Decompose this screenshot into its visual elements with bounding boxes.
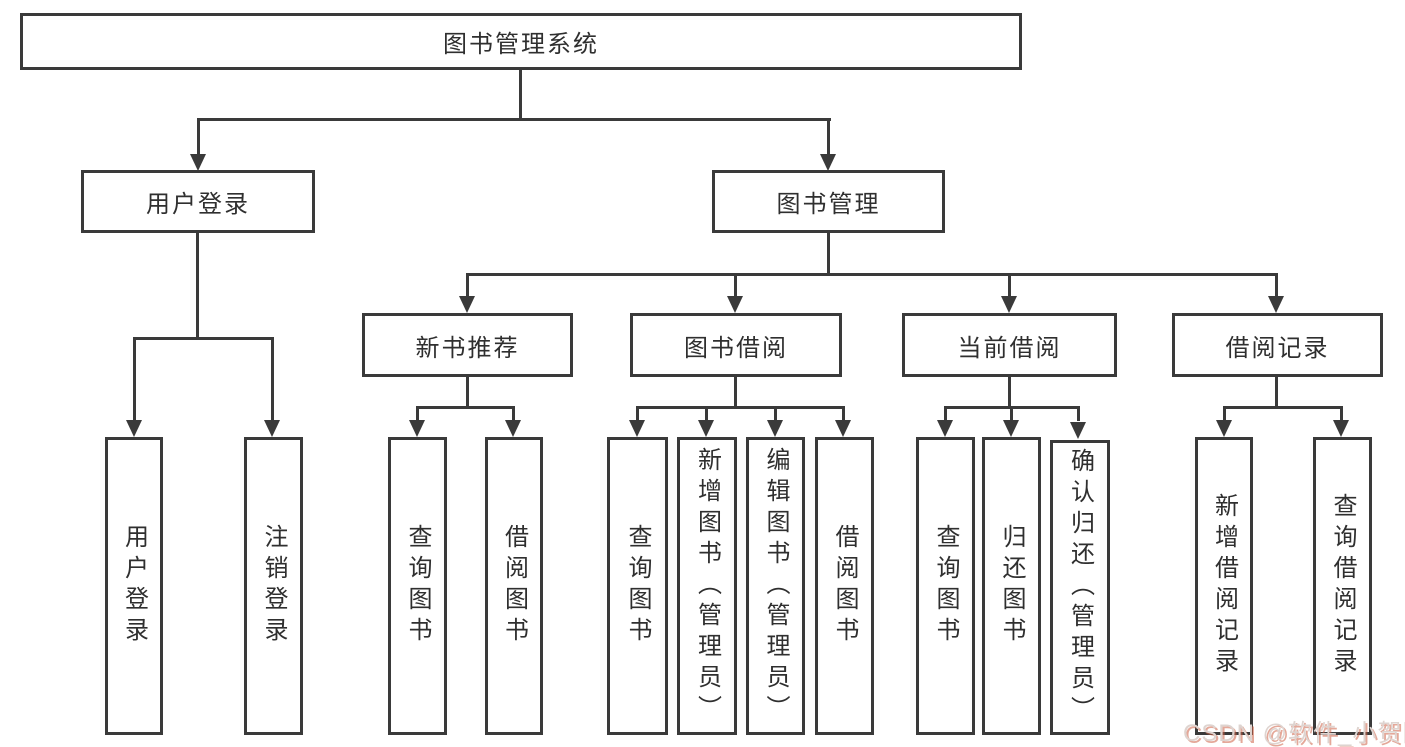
arrow-down-icon (1001, 296, 1017, 313)
arrow-down-icon (264, 420, 280, 437)
arrow-down-icon (629, 420, 645, 437)
leaf-borrow-books-2: 借阅图书 (815, 437, 874, 735)
arrow-down-icon (1268, 296, 1284, 313)
leaf-query-books-2: 查询图书 (607, 437, 668, 735)
connector-line (827, 118, 830, 156)
leaf-confirm-return-admin: 确认归还（管理员） (1050, 440, 1110, 735)
connector-line (1077, 406, 1080, 421)
connector-line (416, 406, 419, 421)
arrow-down-icon (1003, 420, 1019, 437)
leaf-logout: 注销登录 (244, 437, 303, 735)
node-book-borrow: 图书借阅 (630, 313, 842, 377)
arrow-down-icon (937, 420, 953, 437)
arrow-down-icon (459, 296, 475, 313)
leaf-edit-books-admin: 编辑图书（管理员） (746, 437, 805, 735)
connector-line (774, 406, 777, 421)
leaf-query-borrow-record: 查询借阅记录 (1313, 437, 1372, 735)
node-root: 图书管理系统 (20, 13, 1022, 70)
connector-line (1340, 406, 1343, 421)
leaf-borrow-books-1: 借阅图书 (485, 437, 543, 735)
connector-line (1275, 273, 1278, 297)
arrow-down-icon (727, 296, 743, 313)
connector-line (944, 406, 947, 421)
arrow-down-icon (820, 154, 836, 171)
arrow-down-icon (1216, 420, 1232, 437)
node-borrow-records: 借阅记录 (1172, 313, 1383, 377)
arrow-down-icon (1070, 422, 1086, 439)
node-user-login: 用户登录 (81, 170, 315, 233)
connector-line (466, 377, 469, 406)
connector-line (636, 406, 639, 421)
leaf-return-books: 归还图书 (982, 437, 1041, 735)
arrow-down-icon (698, 420, 714, 437)
arrow-down-icon (190, 154, 206, 171)
leaf-query-books-1: 查询图书 (388, 437, 447, 735)
arrow-down-icon (1333, 420, 1349, 437)
connector-line (197, 118, 831, 121)
connector-line (1223, 406, 1226, 421)
leaf-query-books-3: 查询图书 (916, 437, 975, 735)
connector-line (271, 337, 274, 421)
node-current-borrow: 当前借阅 (902, 313, 1117, 377)
connector-line (133, 337, 136, 421)
arrow-down-icon (409, 420, 425, 437)
connector-line (1275, 377, 1278, 406)
connector-line (196, 233, 199, 337)
connector-line (133, 337, 274, 340)
arrow-down-icon (505, 420, 521, 437)
connector-line (512, 406, 515, 421)
leaf-add-borrow-record: 新增借阅记录 (1195, 437, 1253, 735)
connector-line (842, 406, 845, 421)
arrow-down-icon (126, 420, 142, 437)
connector-line (734, 377, 737, 406)
connector-line (734, 273, 737, 297)
csdn-watermark: CSDN @软件_小贺同学 (1183, 720, 1405, 747)
leaf-user-login: 用户登录 (105, 437, 163, 735)
node-new-book-recommend: 新书推荐 (362, 313, 573, 377)
connector-line (827, 233, 830, 273)
connector-line (1008, 377, 1011, 406)
connector-line (466, 273, 469, 297)
connector-line (466, 273, 1278, 276)
arrow-down-icon (767, 420, 783, 437)
connector-line (416, 406, 514, 409)
connector-line (1010, 406, 1013, 421)
connector-line (197, 118, 200, 156)
connector-line (1223, 406, 1343, 409)
connector-line (1008, 273, 1011, 297)
node-book-management: 图书管理 (712, 170, 945, 233)
connector-line (636, 406, 844, 409)
connector-line (519, 70, 522, 118)
arrow-down-icon (835, 420, 851, 437)
connector-line (705, 406, 708, 421)
leaf-add-books-admin: 新增图书（管理员） (677, 437, 737, 735)
